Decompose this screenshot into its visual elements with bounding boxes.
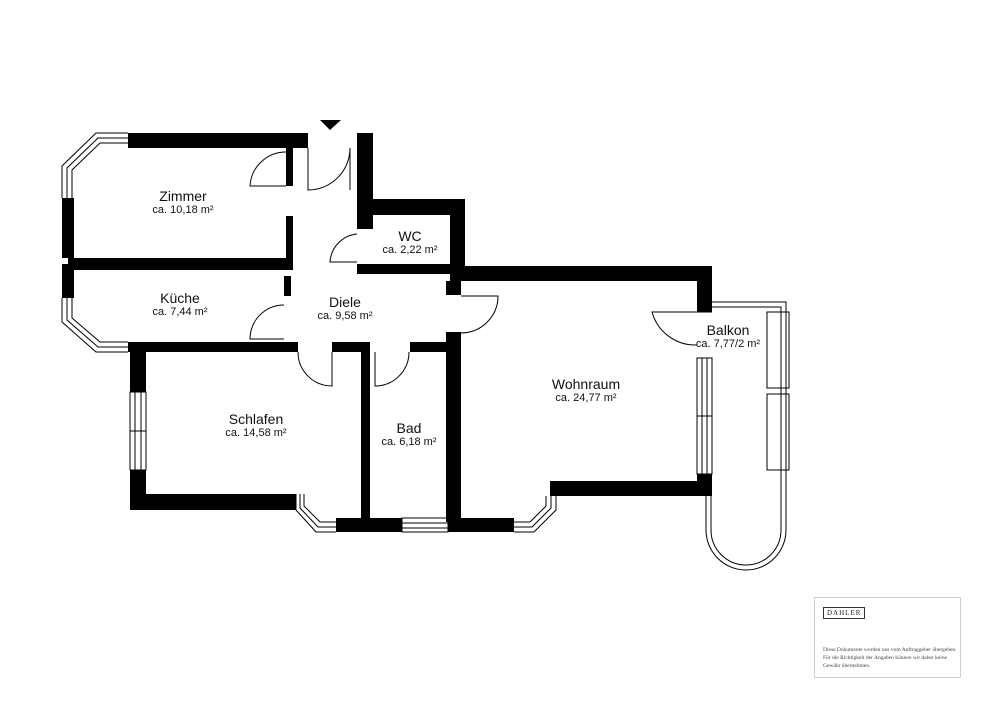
room-area: ca. 24,77 m² <box>555 392 617 404</box>
room-area: ca. 14,58 m² <box>225 427 287 439</box>
room-label-kueche: Küche ca. 7,44 m² <box>152 290 207 319</box>
room-area: ca. 7,77/2 m² <box>695 338 761 350</box>
room-label-diele: Diele ca. 9,58 m² <box>317 294 372 323</box>
balcony-railing <box>705 301 790 571</box>
doors <box>249 147 698 387</box>
room-label-bad: Bad ca. 6,18 m² <box>381 420 436 449</box>
disclaimer-stamp: DAHLER Diese Dokumente wurden uns vom Au… <box>814 597 961 678</box>
room-area: ca. 7,44 m² <box>152 306 208 318</box>
room-name: WC <box>398 228 422 244</box>
walls <box>62 133 712 532</box>
dahler-logo: DAHLER <box>823 607 866 619</box>
room-area: ca. 10,18 m² <box>152 204 214 216</box>
room-name: Balkon <box>706 322 750 338</box>
entrance-arrow-icon <box>320 120 341 130</box>
room-name: Schlafen <box>228 411 284 427</box>
room-name: Diele <box>329 294 361 310</box>
room-name: Wohnraum <box>551 376 621 392</box>
room-label-zimmer: Zimmer ca. 10,18 m² <box>152 188 213 217</box>
room-area: ca. 6,18 m² <box>381 436 437 448</box>
disclaimer-text: Diese Dokumente wurden uns vom Auftragge… <box>823 647 957 669</box>
room-name: Bad <box>396 420 422 436</box>
room-label-wohnraum: Wohnraum ca. 24,77 m² <box>552 376 620 405</box>
room-label-wc: WC ca. 2,22 m² <box>382 228 437 257</box>
room-name: Küche <box>160 290 200 306</box>
room-label-schlafen: Schlafen ca. 14,58 m² <box>225 411 286 440</box>
room-area: ca. 2,22 m² <box>382 244 438 256</box>
room-area: ca. 9,58 m² <box>317 310 373 322</box>
room-name: Zimmer <box>159 188 207 204</box>
room-label-balkon: Balkon ca. 7,77/2 m² <box>696 322 760 351</box>
windows <box>61 132 713 533</box>
